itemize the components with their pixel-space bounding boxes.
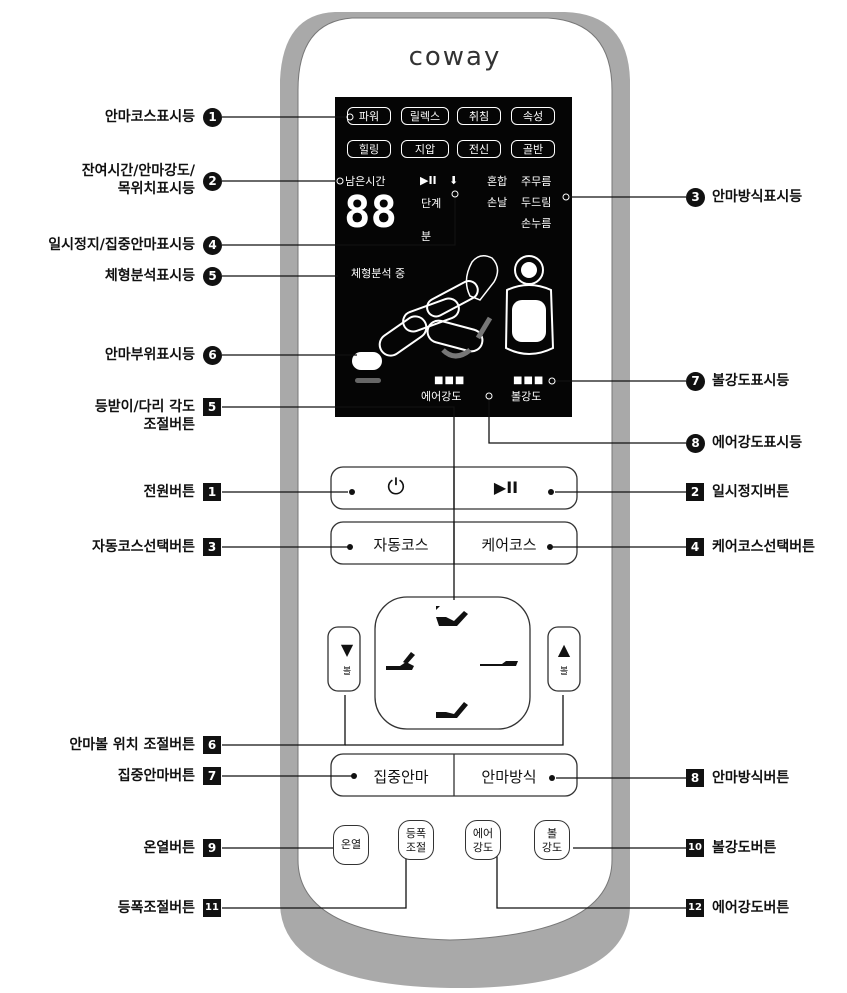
lcd-ball-dots: ■■■ xyxy=(513,375,545,386)
lcd-digits: 88 xyxy=(344,187,397,238)
power-button[interactable]: ⏻ xyxy=(387,475,405,500)
callout-course-indicator: 안마코스표시등 xyxy=(104,109,195,125)
lcd-course-relax: 릴렉스 xyxy=(401,107,449,125)
callout-num-8: 8 xyxy=(686,434,705,453)
lcd-concentrate-icon: ⬇ xyxy=(449,174,459,187)
leader-lines xyxy=(222,116,686,909)
ball-down-button[interactable]: ▼ xyxy=(340,640,354,659)
callout-num-7: 7 xyxy=(686,372,705,391)
lcd-method-pressing: 손누름 xyxy=(521,217,552,230)
callout-num-2: 2 xyxy=(203,172,222,191)
callout-num-6: 6 xyxy=(203,346,222,365)
lcd-level-label: 단계 xyxy=(421,197,442,210)
lcd-body-analysis: 체형분석 중 xyxy=(351,267,406,280)
callout-btn-num-2: 2 xyxy=(686,483,704,501)
callout-power-button: 전원버튼 xyxy=(143,484,195,500)
callout-body-part: 안마부위표시등 xyxy=(104,347,195,363)
lcd-method-kneading: 주무름 xyxy=(521,175,552,188)
callout-btn-num-10: 10 xyxy=(686,839,704,857)
ball-up-label: 볼 xyxy=(559,667,569,677)
lcd-course-healing: 힐링 xyxy=(347,140,391,158)
callout-angle-button: 등받이/다리 각도 조절버튼 xyxy=(94,399,195,433)
callout-btn-num-1: 1 xyxy=(203,483,221,501)
callout-focus-button: 집중안마버튼 xyxy=(117,768,195,784)
lcd-body-figure xyxy=(352,255,555,383)
callout-btn-num-11: 11 xyxy=(203,899,221,917)
callout-time-indicator: 잔여시간/안마강도/ 목위치표시등 xyxy=(81,163,195,197)
callout-num-1: 1 xyxy=(203,108,222,127)
pause-button[interactable]: ▶II xyxy=(493,478,519,497)
lcd-course-power: 파워 xyxy=(347,107,391,125)
lcd-ball-label: 볼강도 xyxy=(511,390,542,403)
callout-body-analysis: 체형분석표시등 xyxy=(104,268,195,284)
lcd-air-label: 에어강도 xyxy=(421,390,462,403)
callout-pause-button: 일시정지버튼 xyxy=(712,484,790,500)
lcd-remaining-time: 남은시간 xyxy=(345,175,386,188)
callout-air-strength-button: 에어강도버튼 xyxy=(712,900,790,916)
lcd-course-pelvis: 골반 xyxy=(511,140,555,158)
ball-up-button[interactable]: ▲ xyxy=(557,640,571,659)
callout-btn-num-6: 6 xyxy=(203,736,221,754)
callout-btn-num-4: 4 xyxy=(686,538,704,556)
callout-num-4: 4 xyxy=(203,236,222,255)
massage-method-button[interactable]: 안마방식 xyxy=(481,768,537,786)
lcd-course-sleep: 취침 xyxy=(457,107,501,125)
heat-button[interactable]: 온열 xyxy=(333,825,369,865)
callout-auto-course-button: 자동코스선택버튼 xyxy=(91,539,195,555)
width-adjust-button[interactable]: 등폭 조절 xyxy=(398,820,434,860)
callout-ball-strength-button: 볼강도버튼 xyxy=(712,840,777,856)
lcd-course-acupressure: 지압 xyxy=(401,140,449,158)
lcd-method-tapping: 두드림 xyxy=(521,196,552,209)
callout-heat-button: 온열버튼 xyxy=(143,840,195,856)
lcd-course-quick: 속성 xyxy=(511,107,555,125)
ball-strength-button[interactable]: 볼 강도 xyxy=(534,820,570,860)
lcd-course-fullbody: 전신 xyxy=(457,140,501,158)
lcd-method-chopping: 손날 xyxy=(487,196,508,209)
callout-pause-indicator: 일시정지/집중안마표시등 xyxy=(48,237,195,253)
focus-massage-button[interactable]: 집중안마 xyxy=(373,768,429,786)
callout-btn-num-3: 3 xyxy=(203,538,221,556)
callout-ball-position-button: 안마볼 위치 조절버튼 xyxy=(69,737,195,753)
chair-icons xyxy=(386,606,518,718)
callout-num-3: 3 xyxy=(686,188,705,207)
callout-btn-num-5: 5 xyxy=(203,398,221,416)
lcd-minute-label: 분 xyxy=(421,230,432,243)
lcd-air-dots: ■■■ xyxy=(434,375,466,386)
callout-btn-num-9: 9 xyxy=(203,839,221,857)
callout-btn-num-12: 12 xyxy=(686,899,704,917)
callout-num-5: 5 xyxy=(203,267,222,286)
callout-ball-strength-indicator: 볼강도표시등 xyxy=(712,373,790,389)
brand-logo: coway xyxy=(408,42,502,72)
callout-btn-num-8: 8 xyxy=(686,769,704,787)
callout-width-button: 등폭조절버튼 xyxy=(117,900,195,916)
auto-course-button[interactable]: 자동코스 xyxy=(373,536,429,554)
callout-btn-num-7: 7 xyxy=(203,767,221,785)
lcd-pause-icon: ▶II xyxy=(420,174,437,187)
care-course-button[interactable]: 케어코스 xyxy=(481,536,537,554)
callout-method-button: 안마방식버튼 xyxy=(712,770,790,786)
callout-care-course-button: 케어코스선택버튼 xyxy=(712,539,816,555)
callout-method-indicator: 안마방식표시등 xyxy=(712,189,803,205)
lcd-method-mixed: 혼합 xyxy=(487,175,508,188)
air-strength-button[interactable]: 에어 강도 xyxy=(465,820,501,860)
ball-down-label: 볼 xyxy=(342,667,352,677)
callout-air-strength-indicator: 에어강도표시등 xyxy=(712,435,803,451)
